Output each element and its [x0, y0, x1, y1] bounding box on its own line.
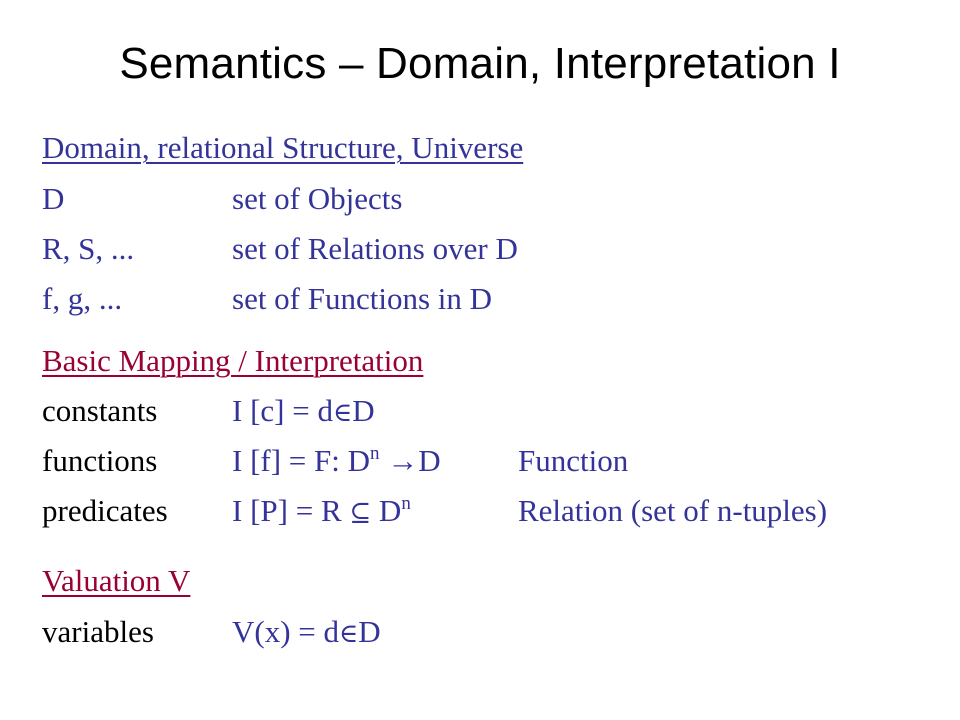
mapping-label: functions	[42, 443, 158, 478]
mapping-note: Relation (set of n-tuples)	[518, 493, 828, 528]
element-of-symbol: ∈	[332, 398, 353, 428]
valuation-heading: Valuation V	[42, 563, 191, 598]
mapping-label: predicates	[42, 493, 168, 528]
domain-heading: Domain, relational Structure, Universe	[42, 130, 524, 165]
domain-desc: set of Objects	[232, 181, 403, 216]
mapping-note: Function	[518, 443, 629, 478]
valuation-formula: V(x) = d∈D	[232, 614, 381, 649]
slide-title: Semantics – Domain, Interpretation I	[119, 39, 841, 88]
domain-term: D	[42, 181, 65, 216]
mapping-formula: I [f] = F: Dn →D	[232, 443, 441, 478]
valuation-label: variables	[42, 614, 154, 649]
element-of-symbol: ∈	[339, 619, 359, 649]
domain-desc: set of Functions in D	[232, 281, 493, 316]
mapping-label: constants	[42, 393, 158, 428]
mapping-formula: I [P] = R ⊆ Dn	[232, 493, 411, 528]
mapping-heading: Basic Mapping / Interpretation	[42, 343, 424, 378]
domain-desc: set of Relations over D	[232, 231, 518, 266]
domain-term: R, S, ...	[42, 231, 135, 266]
domain-term: f, g, ...	[42, 281, 123, 316]
mapping-formula: I [c] = d∈D	[232, 393, 375, 428]
subset-symbol: ⊆	[349, 498, 372, 528]
